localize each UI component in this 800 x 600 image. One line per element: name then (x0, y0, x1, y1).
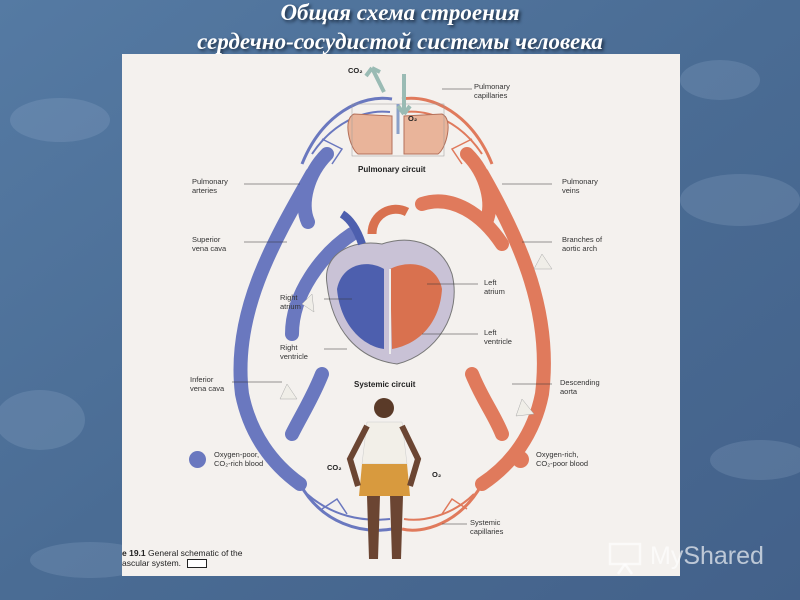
legend-label-oxygen-rich: Oxygen-rich, CO₂-poor blood (536, 450, 589, 468)
slide-title-line2: сердечно-сосудистой системы человека (197, 29, 603, 54)
watermark: MyShared (606, 538, 786, 576)
watermark-text: MyShared (650, 542, 764, 570)
label-descending-aorta: Descending aorta (560, 378, 600, 396)
label-pulmonary-capillaries: Pulmonary capillaries (474, 82, 510, 100)
label-inferior-vena-cava: Inferior vena cava (190, 375, 225, 393)
lungs-illustration (347, 66, 449, 157)
label-right-ventricle: Right ventricle (280, 343, 308, 361)
label-right-atrium: Right atrium (280, 293, 301, 311)
person-illustration (346, 398, 422, 559)
leader-lines (232, 88, 552, 525)
label-left-ventricle: Left ventricle (484, 328, 512, 346)
legend-swatch-oxygen-poor (189, 451, 206, 468)
slide-title-line1: Общая схема строения (280, 0, 520, 25)
label-co2-top: CO₂ (348, 66, 363, 75)
label-left-atrium: Left atrium (484, 278, 505, 296)
label-pulmonary-circuit: Pulmonary circuit (358, 165, 426, 174)
caption-figure-number: e 19.1 (122, 548, 146, 558)
heart-illustration (326, 204, 455, 365)
systemic-capillary-network (298, 483, 484, 532)
label-co2-bottom: CO₂ (327, 463, 342, 472)
legend-label-oxygen-poor: Oxygen-poor, CO₂-rich blood (214, 450, 264, 468)
arrow-descending (515, 398, 535, 417)
venous-loop (233, 147, 359, 491)
label-superior-vena-cava: Superior vena cava (192, 235, 227, 253)
caption-text: General schematic of the (145, 548, 243, 558)
label-systemic-circuit: Systemic circuit (354, 380, 416, 389)
label-o2-bottom: O₂ (432, 470, 442, 479)
circulation-diagram (232, 66, 553, 559)
caption-text-line2: ascular system. (122, 558, 182, 568)
flow-arrows (279, 253, 553, 417)
arrow-ivc (279, 383, 298, 400)
label-branches-aortic-arch: Branches of aortic arch (562, 235, 603, 253)
label-pulmonary-arteries: Pulmonary arteries (192, 177, 228, 195)
diagram-panel: Pulmonary capillaries Pulmonary circuit … (122, 54, 680, 576)
arrow-svc (301, 293, 315, 313)
label-systemic-capillaries: Systemic capillaries (470, 518, 504, 536)
label-pulmonary-veins: Pulmonary veins (562, 177, 598, 195)
presentation-icon (608, 542, 642, 575)
label-o2-top: O₂ (408, 114, 418, 123)
figure-caption: e 19.1 General schematic of the ascular … (122, 548, 243, 569)
legend-swatch-oxygen-rich (512, 451, 529, 468)
media-icon (187, 559, 208, 569)
arrow-aorta-branch (533, 253, 553, 270)
